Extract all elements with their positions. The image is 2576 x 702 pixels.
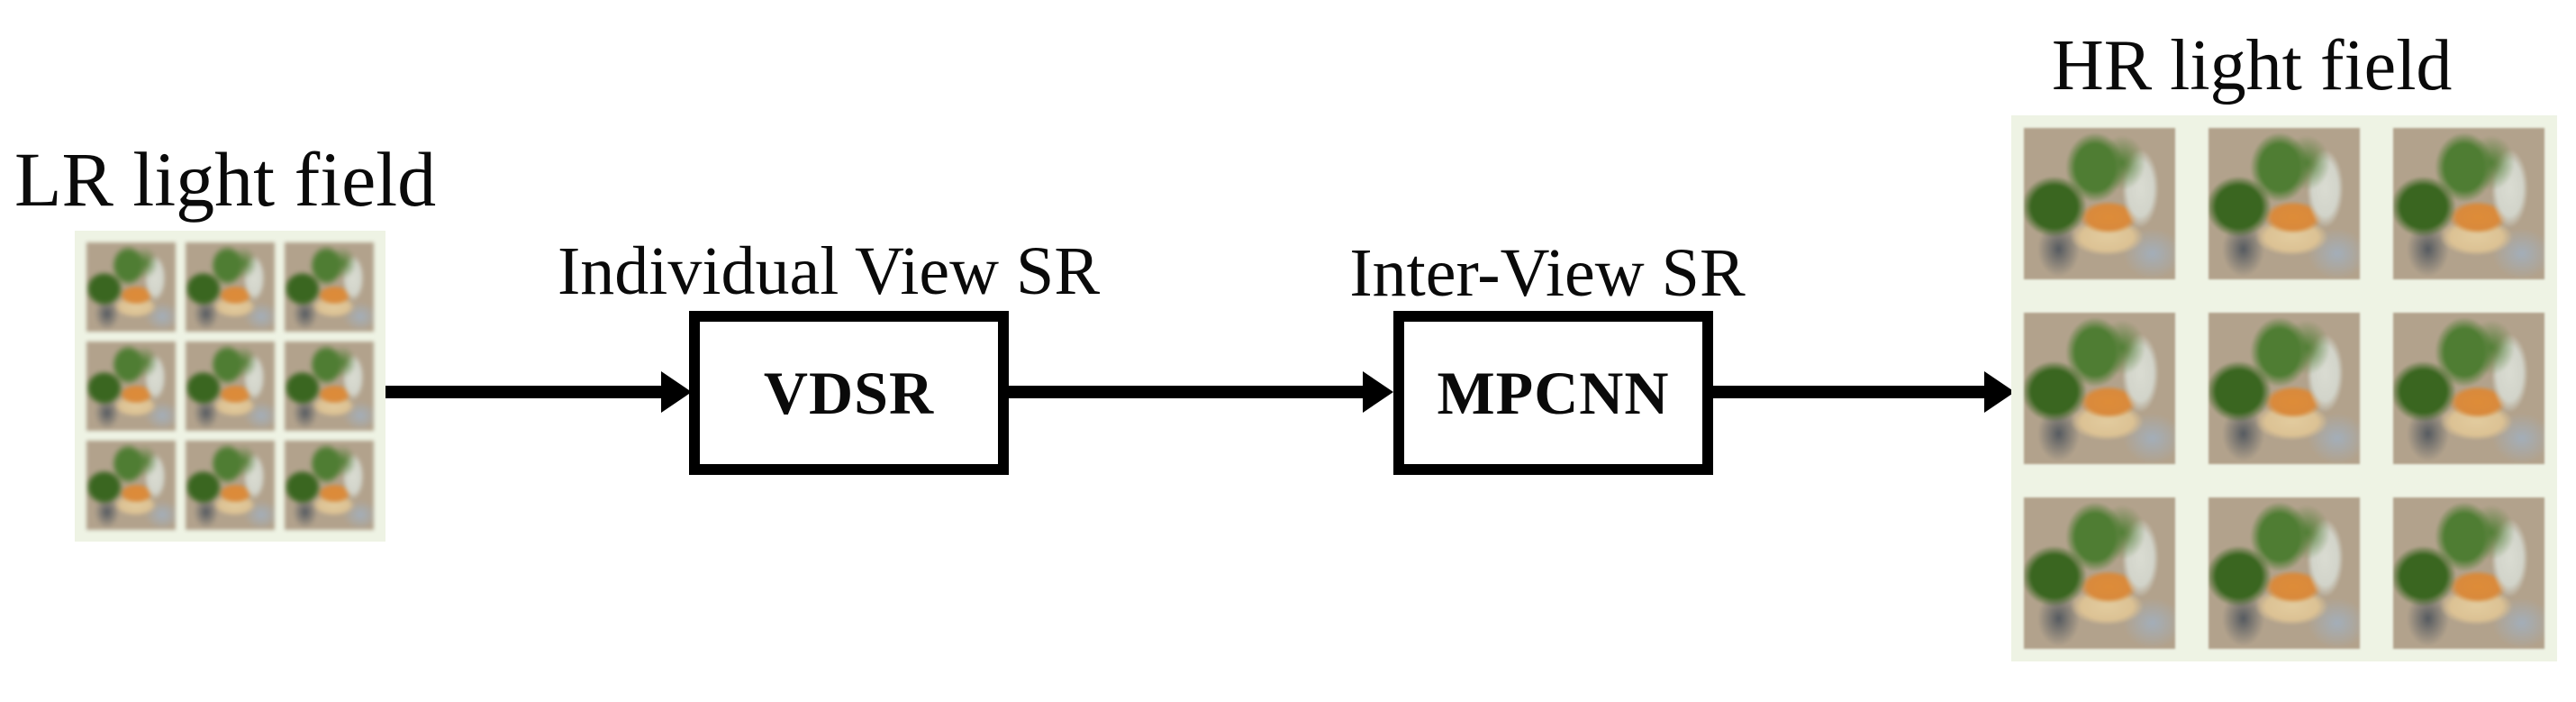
hr-view-thumbnail (2024, 128, 2175, 279)
lr-view-thumbnail (86, 342, 176, 431)
hr-view-thumbnail (2024, 497, 2175, 649)
hr-view-thumbnail (2393, 313, 2544, 464)
lr-view-thumbnail (186, 342, 275, 431)
lr-view-thumbnail (285, 242, 374, 332)
vdsr-box: VDSR (689, 311, 1009, 475)
mpcnn-box-label: MPCNN (1437, 359, 1670, 427)
inter-view-sr-title: Inter-View SR (1349, 235, 1746, 311)
arrow-vdsr-to-mpcnn-head-icon (1363, 371, 1393, 413)
arrow-lr-to-vdsr-line (385, 386, 667, 398)
lr-light-field-label: LR light field (14, 136, 437, 223)
lr-view-thumbnail (186, 242, 275, 332)
hr-view-thumbnail (2393, 497, 2544, 649)
individual-view-sr-title: Individual View SR (557, 233, 1101, 309)
lr-view-thumbnail (186, 441, 275, 530)
lr-view-thumbnail (86, 441, 176, 530)
hr-light-field-grid (2011, 115, 2557, 661)
vdsr-box-label: VDSR (763, 359, 935, 427)
lr-view-thumbnail (285, 342, 374, 431)
mpcnn-box: MPCNN (1393, 311, 1713, 475)
arrow-mpcnn-to-hr-line (1711, 386, 1989, 398)
hr-light-field-label: HR light field (2052, 26, 2453, 105)
hr-view-thumbnail (2393, 128, 2544, 279)
lr-light-field-grid (75, 231, 385, 542)
arrow-mpcnn-to-hr-head-icon (1984, 371, 2015, 413)
hr-view-thumbnail (2209, 497, 2360, 649)
hr-view-thumbnail (2024, 313, 2175, 464)
hr-view-thumbnail (2209, 313, 2360, 464)
arrow-lr-to-vdsr-head-icon (661, 371, 692, 413)
hr-view-thumbnail (2209, 128, 2360, 279)
lr-view-thumbnail (86, 242, 176, 332)
arrow-vdsr-to-mpcnn-line (1009, 386, 1369, 398)
lr-view-thumbnail (285, 441, 374, 530)
